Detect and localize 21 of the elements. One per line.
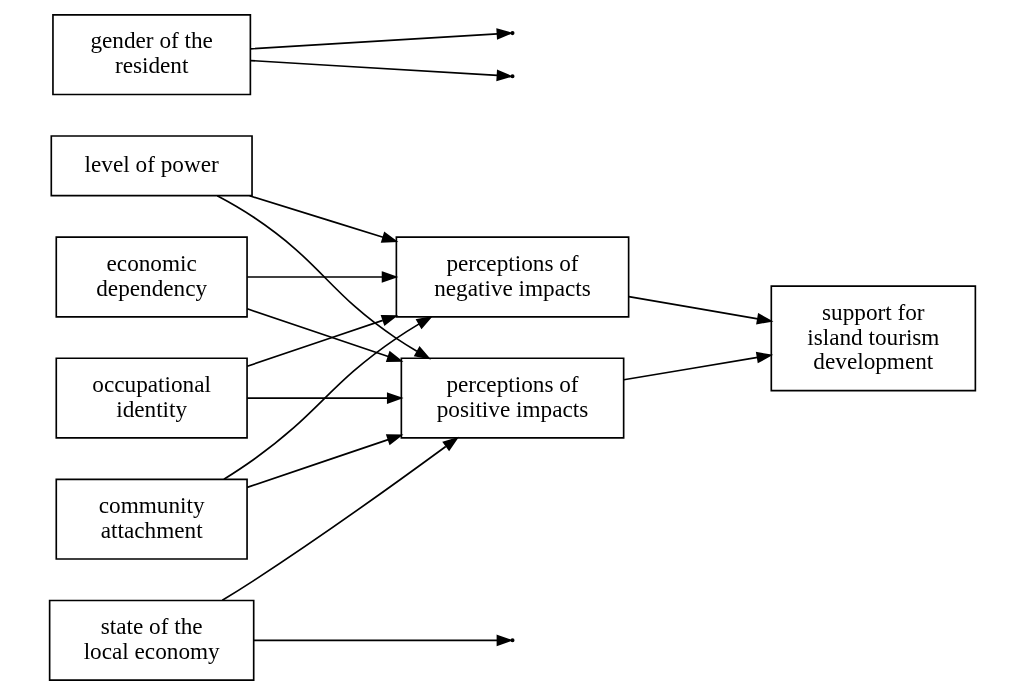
node-box: support for island tourism development xyxy=(770,285,977,392)
node-box: economic dependency xyxy=(55,236,248,318)
arrow xyxy=(246,392,404,404)
node-box: perceptions of negative impacts xyxy=(395,236,630,318)
node-box: level of power xyxy=(50,135,253,197)
arrow xyxy=(246,308,404,362)
arrow xyxy=(246,314,399,368)
node-box: perceptions of positive impacts xyxy=(400,357,625,439)
arrow xyxy=(216,194,432,360)
arrow xyxy=(248,194,399,243)
node-box: occupational identity xyxy=(55,357,248,439)
arrow xyxy=(623,351,774,381)
arrow xyxy=(223,315,433,481)
node-box: gender of the resident xyxy=(52,14,252,96)
arrow xyxy=(246,434,404,489)
node-box: state of the local economy xyxy=(48,599,255,681)
node-box: community attachment xyxy=(55,478,248,560)
arrow xyxy=(221,436,460,602)
arrow xyxy=(249,28,514,50)
arrow xyxy=(627,295,774,325)
arrow xyxy=(246,271,399,283)
